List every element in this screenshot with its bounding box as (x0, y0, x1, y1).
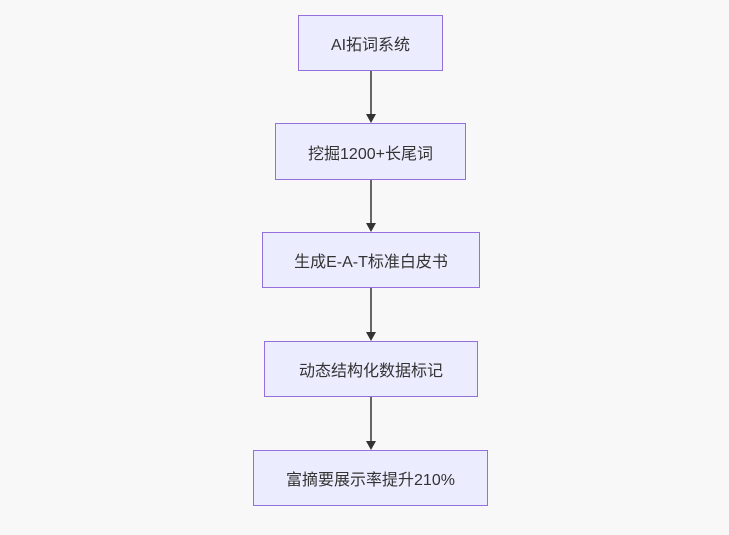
arrowhead-down-icon (365, 441, 376, 450)
flow-node-eat-whitepaper: 生成E-A-T标准白皮书 (262, 232, 480, 288)
arrowhead-down-icon (365, 223, 376, 232)
flow-node-label: 挖掘1200+长尾词 (308, 145, 433, 163)
flow-node-rich-snippet-result: 富摘要展示率提升210% (253, 450, 488, 506)
edge-line (369, 288, 372, 333)
flow-node-label: 富摘要展示率提升210% (286, 472, 455, 489)
edge-line (369, 397, 372, 442)
flow-edge-n4-n5 (365, 397, 376, 450)
edge-line (369, 71, 372, 115)
flow-edge-n2-n3 (365, 180, 376, 232)
flow-node-label: AI拓词系统 (330, 37, 411, 54)
flow-node-label: 动态结构化数据标记 (298, 363, 443, 380)
flow-node-label: 生成E-A-T标准白皮书 (294, 254, 448, 271)
flow-node-longtail-mining: 挖掘1200+长尾词 (275, 123, 466, 180)
arrowhead-down-icon (365, 332, 376, 341)
arrowhead-down-icon (365, 114, 376, 123)
flow-edge-n1-n2 (365, 71, 376, 123)
flow-edge-n3-n4 (365, 288, 376, 341)
flow-node-structured-data-markup: 动态结构化数据标记 (264, 341, 478, 397)
edge-line (369, 180, 372, 224)
flow-node-ai-keyword-system: AI拓词系统 (298, 15, 443, 71)
